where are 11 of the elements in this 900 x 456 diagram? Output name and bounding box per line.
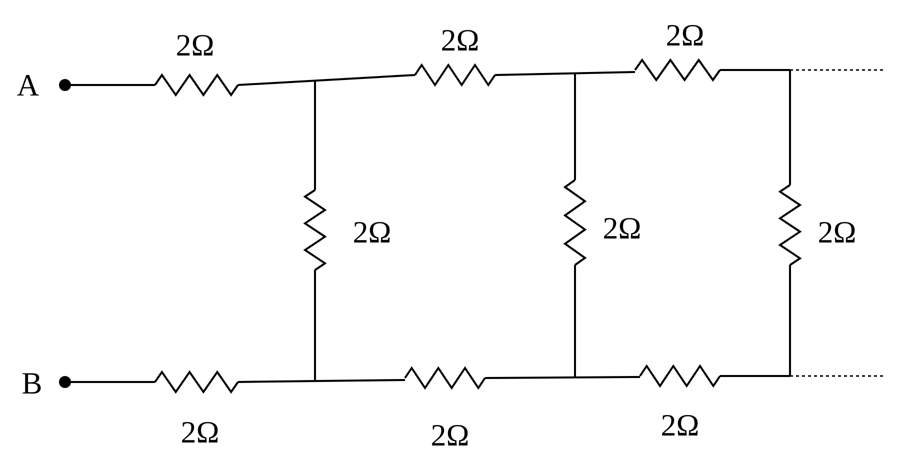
resistor-value-label: 2Ω — [660, 410, 700, 440]
resistor-value-label: 2Ω — [818, 216, 856, 248]
resistor-value-label: 2Ω — [440, 24, 480, 56]
resistor-value-label: 2Ω — [666, 20, 704, 50]
resistor-value-label: 2Ω — [352, 216, 392, 248]
resistor-value-label: 2Ω — [430, 420, 470, 450]
terminal-label: A — [16, 70, 40, 100]
resistor-value-label: 2Ω — [176, 30, 214, 60]
resistor-value-label: 2Ω — [180, 416, 220, 448]
resistor-value-label: 2Ω — [602, 212, 642, 244]
terminal-label: B — [22, 368, 42, 398]
